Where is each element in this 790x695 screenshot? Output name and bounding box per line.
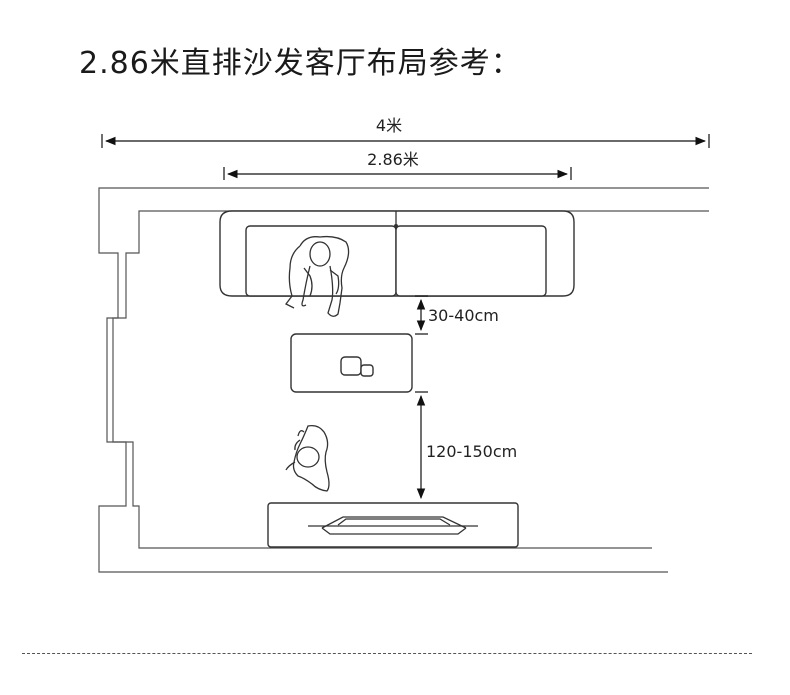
seated-person-figure xyxy=(285,235,350,317)
room-walls xyxy=(98,187,709,573)
table-tv-gap-label: 120-150cm xyxy=(426,442,517,461)
room-width-label: 4米 xyxy=(376,116,402,135)
tv-cabinet xyxy=(267,502,519,548)
page-title: 2.86米直排沙发客厅布局参考： xyxy=(79,46,522,81)
sofa-table-gap-dimension: 30-40cm xyxy=(415,295,499,335)
room-width-dimension: 4米 xyxy=(101,116,710,148)
table-tv-gap-dimension: 120-150cm xyxy=(415,391,517,500)
sofa-table-gap-label: 30-40cm xyxy=(428,306,499,325)
sofa-width-label: 2.86米 xyxy=(367,150,419,169)
section-divider xyxy=(22,653,752,654)
pet-dog-figure xyxy=(285,424,330,492)
sofa-width-dimension: 2.86米 xyxy=(223,150,572,180)
sofa xyxy=(219,210,575,297)
coffee-table xyxy=(290,333,413,393)
